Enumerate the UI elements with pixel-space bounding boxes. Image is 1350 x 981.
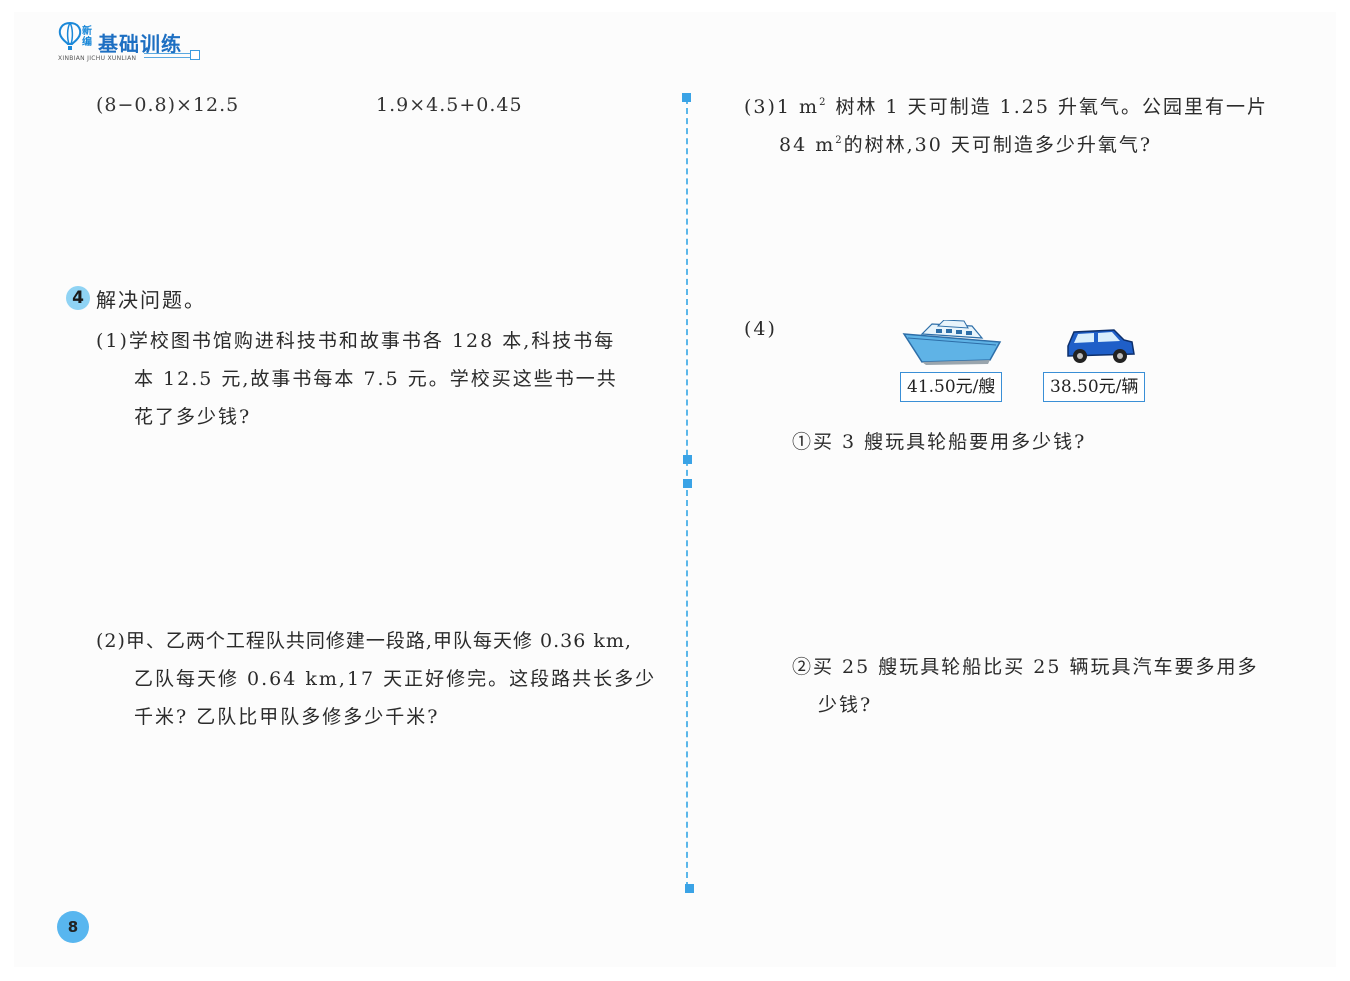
question-4-sub-2-line-2: 少钱? [818, 694, 873, 716]
q3-line2-sup: 2 [835, 135, 844, 146]
divider-marker-mid-2 [683, 479, 692, 488]
question-3-line-1: (3)1 m2 树林 1 天可制造 1.25 升氧气。公园里有一片 [744, 92, 1268, 119]
q3-line2-b: 的树林,30 天可制造多少升氧气? [843, 134, 1153, 156]
logo-square [190, 50, 200, 60]
question-4-sub-2-line-1: ②买 25 艘玩具轮船比买 25 辆玩具汽车要多用多 [792, 656, 1259, 678]
divider-marker-mid-1 [683, 455, 692, 464]
question-2-line-2: 乙队每天修 0.64 km,17 天正好修完。这段路共长多少 [134, 668, 657, 690]
expression-2: 1.9×4.5+0.45 [376, 94, 523, 116]
logo-underline [144, 53, 200, 58]
boat-price-tag: 41.50元/艘 [900, 372, 1003, 402]
brand-logo: 新编 基础训练 XINBIAN JICHU XUNLIAN [58, 22, 208, 66]
page-number: 8 [57, 911, 89, 943]
logo-subtitle: XINBIAN JICHU XUNLIAN [58, 55, 137, 62]
balloon-icon [58, 22, 82, 50]
question-3-line-2: 84 m2的树林,30 天可制造多少升氧气? [779, 130, 1152, 157]
q3-line1-sup: 2 [819, 97, 828, 108]
question-2-line-1: (2)甲、乙两个工程队共同修建一段路,甲队每天修 0.36 km, [96, 630, 632, 652]
question-1-line-1: (1)学校图书馆购进科技书和故事书各 128 本,科技书每 [96, 330, 616, 352]
question-4-sub-1: ①买 3 艘玩具轮船要用多少钱? [792, 431, 1087, 453]
logo-title: 基础训练 [98, 32, 182, 56]
section-number-badge: 4 [66, 286, 90, 310]
column-divider [686, 98, 688, 888]
expression-1: (8−0.8)×12.5 [96, 94, 240, 116]
toy-boat-icon [902, 320, 1002, 365]
logo-new-label: 新编 [82, 26, 92, 48]
question-1-line-3: 花了多少钱? [134, 406, 252, 428]
workbook-page [14, 12, 1336, 967]
section-title: 解决问题。 [96, 288, 206, 312]
question-2-line-3: 千米? 乙队比甲队多修多少千米? [134, 706, 440, 728]
question-4-label: (4) [744, 318, 777, 340]
divider-marker-top [682, 93, 691, 102]
q3-line1-a: (3)1 m [744, 96, 820, 118]
question-1-line-2: 本 12.5 元,故事书每本 7.5 元。学校买这些书一共 [134, 368, 618, 390]
divider-marker-bottom [685, 884, 694, 893]
q3-line2-a: 84 m [779, 134, 836, 156]
toy-car-icon [1067, 329, 1135, 363]
q3-line1-b: 树林 1 天可制造 1.25 升氧气。公园里有一片 [827, 96, 1269, 118]
car-price-tag: 38.50元/辆 [1043, 372, 1146, 402]
